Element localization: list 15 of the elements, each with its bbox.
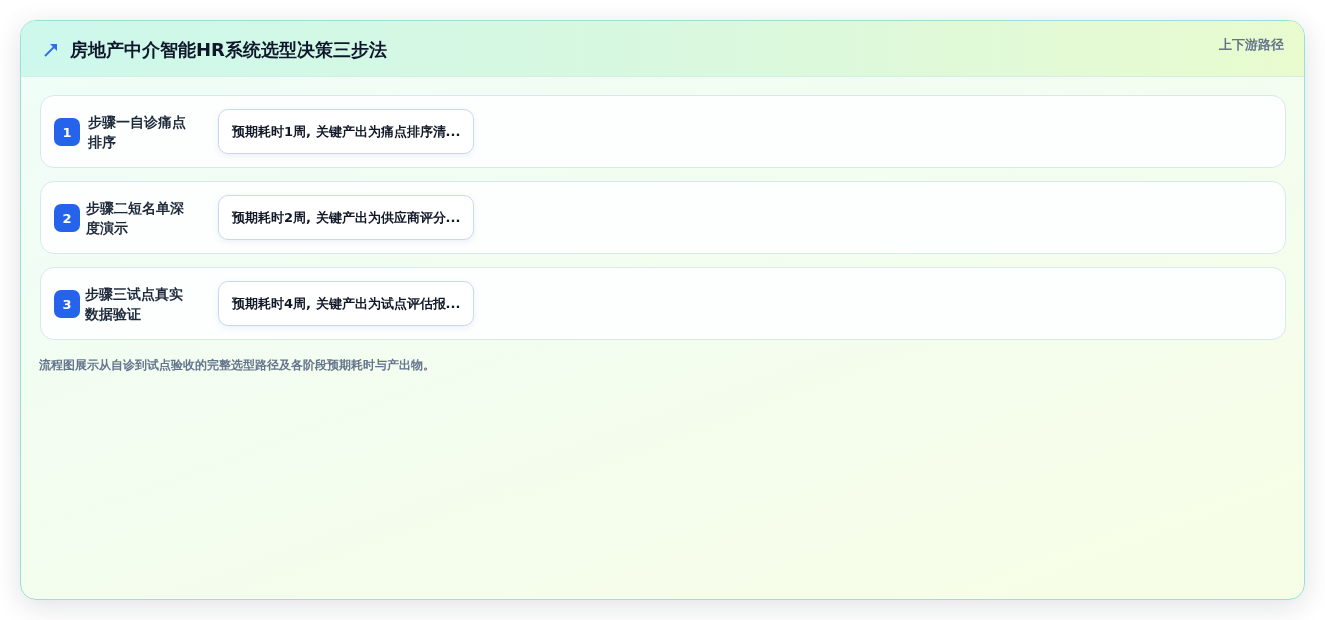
step-title: 步骤三试点真实数据验证: [85, 285, 184, 324]
detail-box: 预期耗时1周, 关键产出为痛点排序清...: [218, 109, 475, 154]
header-note: 上下游路径: [1219, 36, 1284, 54]
step-title: 步骤二短名单深度演示: [86, 199, 185, 238]
detail-box: 预期耗时2周, 关键产出为供应商评分...: [218, 195, 475, 240]
caption: 流程图展示从自诊到试点验收的完整选型路径及各阶段预期耗时与产出物。: [39, 357, 435, 374]
step-card: [40, 95, 1286, 168]
step-number-badge: 3: [54, 290, 80, 318]
step-title: 步骤一自诊痛点排序: [88, 113, 187, 152]
diagram-title: 房地产中介智能HR系统选型决策三步法: [70, 38, 387, 62]
step-number-badge: 2: [54, 204, 80, 232]
step-number-badge: 1: [54, 118, 80, 146]
step-card: [40, 267, 1286, 340]
step-card: [40, 181, 1286, 254]
detail-box: 预期耗时4周, 关键产出为试点评估报...: [218, 281, 475, 326]
